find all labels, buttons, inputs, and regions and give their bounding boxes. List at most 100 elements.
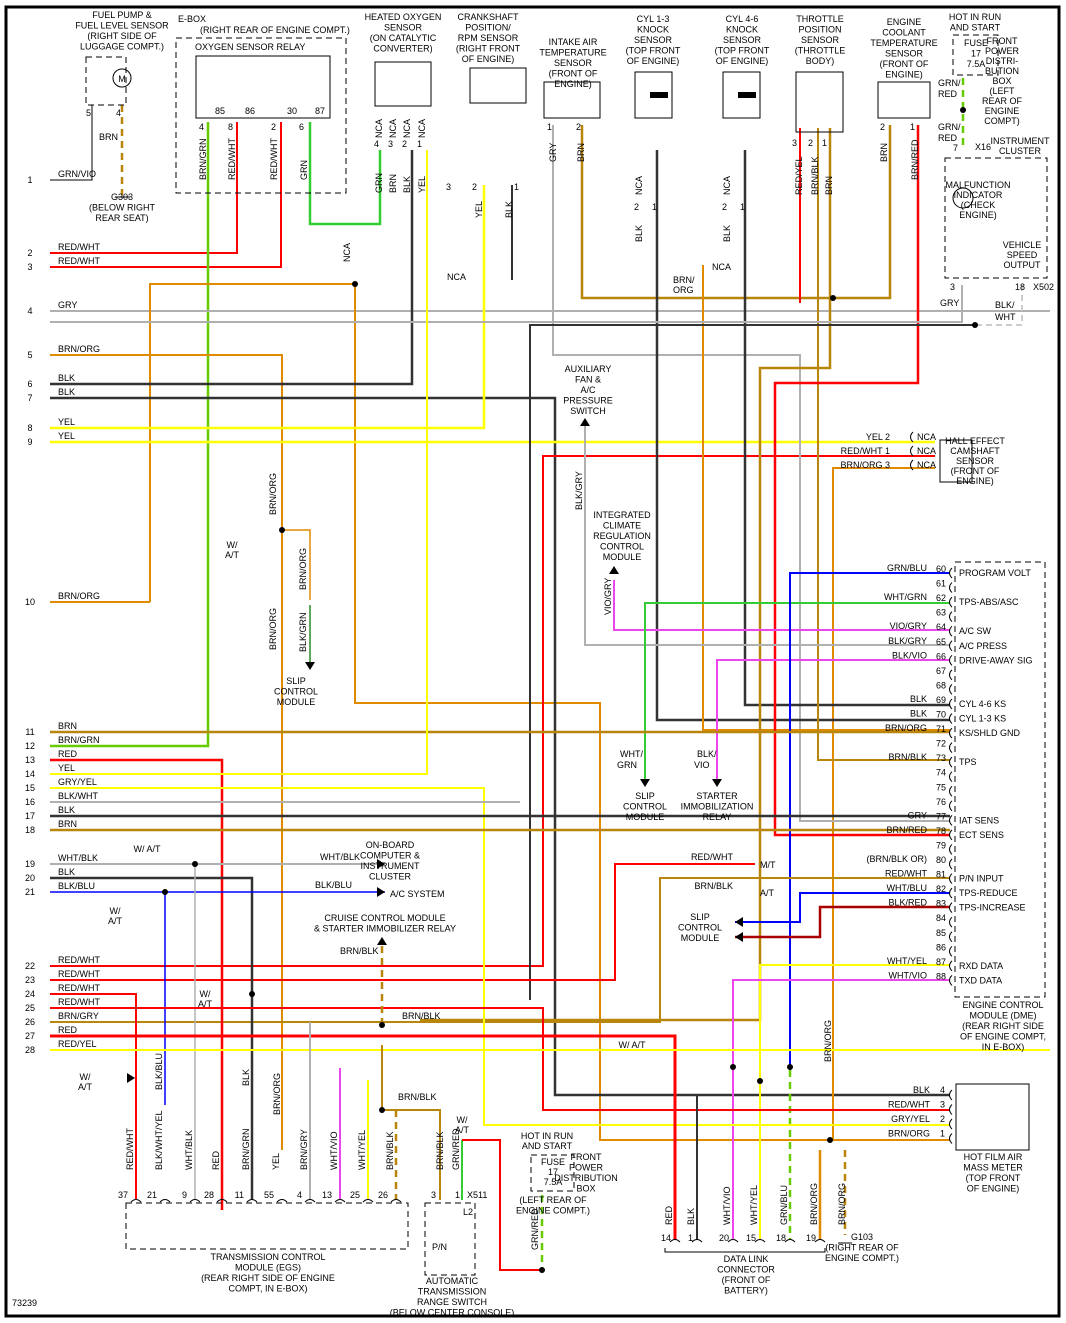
ebox-wire-label: RED/WHT <box>227 138 237 180</box>
maf-pin: 2 <box>940 1114 945 1124</box>
hall-sensor-title: HALL EFFECT <box>945 436 1005 446</box>
tps-title: SENSOR <box>801 35 840 45</box>
slip-wire-label: BRN/ORG <box>268 608 278 650</box>
aux-fan-wire: BLK/GRY <box>574 471 584 510</box>
ecm-pin-function: TPS-REDUCE <box>959 888 1018 898</box>
nca-label: NCA <box>712 262 731 272</box>
splice-dot <box>352 281 358 287</box>
cluster-wire-blk: WHT <box>995 312 1016 322</box>
o2-sensor-title: CONVERTER) <box>373 44 432 54</box>
dlc-pin: 20 <box>719 1233 729 1243</box>
circuit-number-6: 6 <box>27 379 32 389</box>
o2-sensor-wire: GRN <box>374 173 384 193</box>
connector-icon <box>949 1133 953 1144</box>
tcm-pin: 4 <box>297 1190 302 1200</box>
ac-system-label: A/C SYSTEM <box>390 889 445 899</box>
slip2-title: MODULE <box>626 812 665 822</box>
wire-circuit-24 <box>50 993 137 1200</box>
knock46-pin: 1 <box>740 202 745 212</box>
circuit-number-22: 22 <box>25 961 35 971</box>
w-at-label: W/ <box>457 1115 468 1125</box>
range-pn: P/N <box>432 1242 447 1252</box>
wire-blk-gry <box>584 420 950 646</box>
tcm-pin: 13 <box>322 1190 332 1200</box>
mt-label: M/T <box>760 860 776 870</box>
grn-red-label: GRN/ <box>938 78 961 88</box>
wire-slip-brn-org <box>282 529 311 600</box>
ecm-pin-68: 68 <box>936 680 946 690</box>
vso-label: OUTPUT <box>1004 260 1042 270</box>
ebox-location: (RIGHT REAR OF ENGINE COMPT.) <box>200 25 350 35</box>
iat-pin: 1 <box>547 122 552 132</box>
connector-icon <box>784 1239 796 1243</box>
circuit-number-18: 18 <box>25 825 35 835</box>
tcm-pin-wire: WHT/BLK <box>184 1130 194 1170</box>
iccm-title: MODULE <box>603 552 642 562</box>
ecm-pin-85: 85 <box>936 928 946 938</box>
circuit-number-9: 9 <box>27 437 32 447</box>
connector-icon <box>814 1239 826 1243</box>
relay-pin: 87 <box>315 106 325 116</box>
circuit-number-17: 17 <box>25 811 35 821</box>
maf-title: (TOP FRONT <box>966 1173 1021 1183</box>
hot-in-run-label: HOT IN RUN <box>949 12 1001 22</box>
ecm-pin-function: CYL 4-6 KS <box>959 699 1006 709</box>
ecm-pin-78: 78 <box>936 826 946 836</box>
iat-wire-gry: GRY <box>548 143 558 162</box>
connector-icon <box>949 785 953 797</box>
iat-wire-brn: BRN <box>576 143 586 162</box>
ecm-pin-74: 74 <box>936 768 946 778</box>
connector-icon <box>390 1199 402 1203</box>
connector-icon <box>949 669 953 681</box>
fuse-label: 17 <box>971 49 981 59</box>
fuel-pump-title: LUGGAGE COMPT.) <box>80 42 164 52</box>
cluster-pin: 18 <box>1015 282 1025 292</box>
o2-sensor-pin: 1 <box>417 139 422 149</box>
ebox-pin: 4 <box>199 122 204 132</box>
ect-wire: BRN <box>879 143 889 162</box>
arrow-up-icon <box>580 418 590 426</box>
hall-sensor-title: SENSOR <box>956 456 995 466</box>
crank-sensor-title: RPM SENSOR <box>458 33 519 43</box>
crank-sensor-title: CRANKSHAFT <box>457 12 519 22</box>
ect-title: (FRONT OF <box>880 59 929 69</box>
cluster-pin: 3 <box>950 282 955 292</box>
slip1-title: MODULE <box>277 697 316 707</box>
circuit-number-14: 14 <box>25 769 35 779</box>
connector-icon <box>949 858 953 870</box>
hall-pin-label: BRN/ORG 3 <box>840 460 890 470</box>
hall-pin-label: RED/WHT 1 <box>841 446 890 456</box>
mt-wire: RED/WHT <box>691 852 733 862</box>
mil-label: ENGINE) <box>959 210 997 220</box>
onboard-title: INSTRUMENT <box>361 861 420 871</box>
connector-icon <box>216 1199 228 1203</box>
nca-label: NCA <box>722 176 732 195</box>
nca-label: NCA <box>634 176 644 195</box>
splice-dot <box>730 1064 736 1070</box>
ebox <box>175 37 347 194</box>
ground-g303-label: REAR SEAT) <box>95 213 148 223</box>
slip-wire-label: BRN/ORG <box>268 473 278 515</box>
fuse-17-bottom <box>530 1154 575 1192</box>
knock13-pin: 1 <box>652 202 657 212</box>
w-at-label: A/T <box>225 550 240 560</box>
circuit-wire-label-3: RED/WHT <box>58 256 100 266</box>
ecm-pin-wire: BRN/RED <box>886 825 927 835</box>
at-wire: BRN/BLK <box>694 881 733 891</box>
o2-sensor-title: HEATED OXYGEN <box>365 12 442 22</box>
hot-in-run-label: AND START <box>522 1141 573 1151</box>
dlc-title: CONNECTOR <box>717 1265 775 1275</box>
connector-icon <box>949 611 953 623</box>
w-at-label: A/T <box>78 1082 93 1092</box>
ecm-pin-function: PROGRAM VOLT <box>959 568 1031 578</box>
ect-pin: 2 <box>880 122 885 132</box>
knock13-wire-blk: BLK <box>634 225 644 242</box>
starter-relay-title: IMMOBILIZATION <box>681 802 754 812</box>
cyl46-knock-sensor <box>722 71 761 119</box>
tps-title: POSITION <box>798 25 841 35</box>
w-at-label: W/ <box>110 906 121 916</box>
dlc-pin-wire: WHT/YEL <box>749 1185 759 1225</box>
tps-title: BODY) <box>806 56 835 66</box>
circuit-number-24: 24 <box>25 989 35 999</box>
